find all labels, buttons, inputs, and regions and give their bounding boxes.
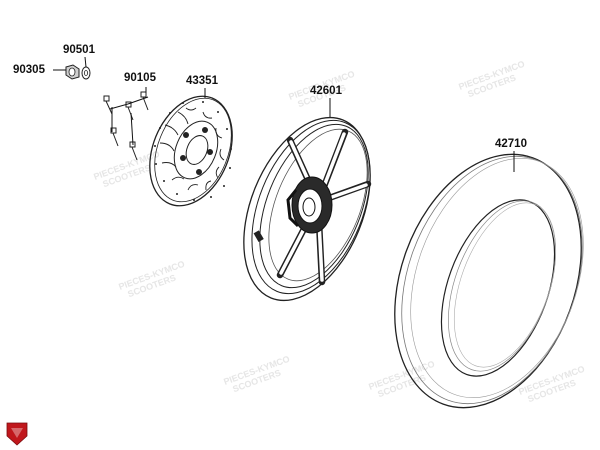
label-43351: 43351 xyxy=(186,75,219,98)
label-90105: 90105 xyxy=(124,72,157,84)
watermark-group: PIECES-KYMCO SCOOTERS PIECES-KYMCO SCOOT… xyxy=(92,59,586,405)
brake-disc xyxy=(149,95,233,207)
label-42601: 42601 xyxy=(310,85,343,117)
part-number-label: 42710 xyxy=(495,138,527,150)
part-number-label: 90305 xyxy=(13,64,46,76)
brand-logo-icon xyxy=(6,422,28,446)
label-90305: 90305 xyxy=(13,64,66,76)
label-42710: 42710 xyxy=(495,138,527,172)
part-number-label: 90105 xyxy=(124,72,157,84)
label-90501: 90501 xyxy=(63,44,96,68)
part-number-label: 90501 xyxy=(63,44,96,56)
part-number-label: 42601 xyxy=(310,85,343,97)
bolts xyxy=(103,87,149,161)
washer xyxy=(81,66,91,80)
tire xyxy=(394,153,584,409)
wheel-rim xyxy=(243,116,372,302)
part-number-label: 43351 xyxy=(186,75,219,87)
nut xyxy=(65,64,80,80)
